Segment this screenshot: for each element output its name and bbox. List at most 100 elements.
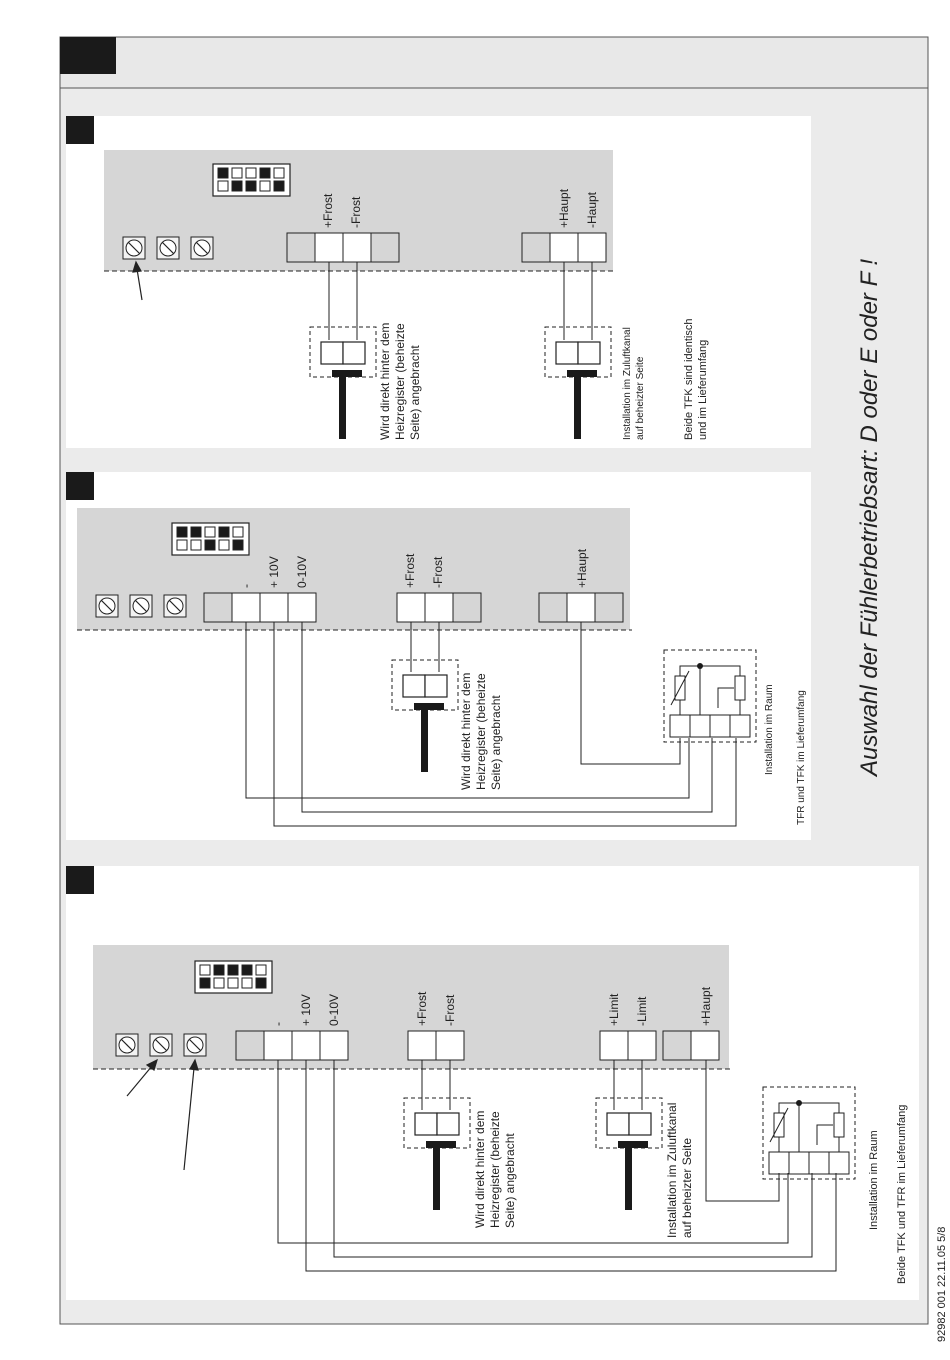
panel-f-label-limit-plus: +Limit	[607, 993, 621, 1026]
panel-d-haupt-plus-text: +Haupt	[557, 188, 571, 228]
terminal-cell	[690, 1030, 720, 1061]
panel-f-010-text: 0-10V	[327, 994, 341, 1026]
panel-d-note-frost: Wird direkt hinter demHeizregister (behe…	[378, 323, 422, 440]
panel-d-label-frost-plus: +Frost	[321, 193, 335, 228]
junction-dot	[697, 663, 703, 669]
terminal-cell	[263, 1030, 293, 1061]
panel-f-note-duct-line2: auf beheizter Seite	[680, 1138, 694, 1238]
panel-d-terminal-frost	[286, 232, 400, 263]
panel-e-potentiometers	[95, 594, 187, 618]
svg-text:Wird direkt hinter demHeizregi: Wird direkt hinter demHeizregister (behe…	[378, 323, 422, 440]
terminal-cell	[314, 232, 344, 263]
panel-f-pointer-arrows	[126, 1058, 199, 1171]
terminal-cell	[577, 232, 607, 263]
footer-group: 92982 001 22.11.05 5/8	[936, 1227, 948, 1342]
panel-f-note-frost-line1: Wird direkt hinter dem	[473, 1111, 487, 1228]
dip-switch-cell	[190, 526, 202, 538]
panel-f-note-room: Installation im Raum	[868, 1130, 880, 1230]
dip-switch-cell	[204, 526, 216, 538]
panel-d-duct-sensor	[544, 326, 612, 439]
terminal-cell	[370, 232, 400, 263]
terminal-cell	[203, 592, 233, 623]
potentiometer-icon	[734, 675, 746, 701]
svg-text:Installation im Zuluftkanalauf: Installation im Zuluftkanalauf beheizter…	[622, 327, 646, 440]
dip-switch-cell	[259, 180, 271, 192]
potentiometer-wiper	[816, 1124, 833, 1145]
dip-switch-cell	[213, 977, 225, 989]
panel-e-label-frost-plus: +Frost	[403, 553, 417, 588]
dip-switch-cell	[232, 526, 244, 538]
sensor-probe	[625, 1148, 632, 1210]
terminal-cell	[594, 592, 624, 623]
sensor-probe	[574, 377, 581, 439]
panel-f-label-plus10: + 10V	[299, 994, 313, 1026]
sensor-flange	[332, 370, 362, 377]
panel-f-note-frost: Wird direkt hinter demHeizregister (behe…	[473, 1111, 517, 1228]
terminal-cell	[627, 1030, 657, 1061]
panel-f-limit-sensor	[595, 1097, 663, 1210]
sensor-terminal	[628, 1112, 652, 1136]
terminal-cell	[599, 1030, 629, 1061]
panel-e-terminal-haupt	[538, 592, 624, 623]
panel-f-marker	[66, 866, 94, 894]
panel-d-note-frost-line2: Heizregister (beheizte	[393, 323, 407, 440]
panel-f-label-haupt-plus: +Haupt	[699, 986, 713, 1026]
page-title-group: Auswahl der Fühlerbetriebsart: D oder E …	[856, 259, 883, 778]
panel-d-note-identical-line2: und im Lieferumfang	[697, 340, 709, 440]
panel-d-frost-plus-text: +Frost	[321, 193, 335, 228]
panel-f-note-duct: Installation im Zuluftkanalauf beheizter…	[665, 1103, 694, 1238]
panel-e-plus10-text: + 10V	[267, 556, 281, 588]
potentiometer-slot	[155, 1039, 167, 1051]
terminal-cell	[521, 232, 551, 263]
terminal-cell	[424, 592, 454, 623]
terminal-cell	[407, 1030, 437, 1061]
panel-d-note-frost-line3: Seite) angebracht	[408, 345, 422, 440]
panel-f-label-minus: -	[271, 1022, 285, 1026]
room-sensor-terminal	[788, 1151, 810, 1175]
panel-e-note-scope: TFR und TFK im Lieferumfang	[796, 690, 807, 825]
panel-d-note-frost-line1: Wird direkt hinter dem	[378, 323, 392, 440]
panel-f-note-frost-line3: Seite) angebracht	[503, 1133, 517, 1228]
dip-switch-cell	[199, 977, 211, 989]
panel-f-note-scope: Beide TFK und TFR im Lieferumfang	[896, 1105, 908, 1284]
potentiometer-slot	[189, 1039, 201, 1051]
room-sensor-terminal	[808, 1151, 830, 1175]
dip-switch-cell	[245, 167, 257, 179]
page-title: Auswahl der Fühlerbetriebsart: D oder E …	[856, 259, 883, 778]
panel-f-background	[66, 866, 919, 1300]
panel-f-haupt-plus-text: +Haupt	[699, 986, 713, 1026]
potentiometer-slot	[101, 600, 113, 612]
panel-d-pointer-arrow	[132, 260, 143, 301]
panel-f-terminal-limit	[599, 1030, 657, 1061]
room-sensor-terminal	[689, 714, 711, 738]
panel-d-marker	[66, 116, 94, 144]
dip-switch-cell	[232, 539, 244, 551]
panel-f-label-frost-plus: +Frost	[415, 991, 429, 1026]
panel-e-note-frost: Wird direkt hinter demHeizregister (behe…	[459, 673, 503, 790]
panel-d-wires	[328, 262, 593, 340]
panel-f-limit-plus-text: +Limit	[607, 993, 621, 1026]
room-sensor-terminal	[729, 714, 751, 738]
dip-switch-cell	[241, 977, 253, 989]
thermistor-arrow	[769, 1107, 789, 1143]
dip-switch-cell	[190, 539, 202, 551]
panel-e-note-frost-line3: Seite) angebracht	[489, 695, 503, 790]
potentiometer-slot	[135, 600, 147, 612]
panel-f-minus-text: -	[271, 1022, 285, 1026]
panel-f-terminal-analog	[235, 1030, 349, 1061]
dip-switch-cell	[176, 539, 188, 551]
room-sensor-terminal	[669, 714, 691, 738]
dip-switch-cell	[218, 539, 230, 551]
terminal-cell	[538, 592, 568, 623]
sensor-flange	[426, 1141, 456, 1148]
panel-d-note-identical-line1: Beide TFK sind identisch	[683, 319, 695, 440]
panel-f-room-sensor	[762, 1086, 856, 1180]
panel-d-label-haupt-plus: +Haupt	[557, 188, 571, 228]
panel-e-frost-sensor	[391, 659, 459, 772]
panel-e-label-010: 0-10V	[295, 556, 309, 588]
panel-e-minus-text: -	[239, 584, 253, 588]
terminal-cell	[452, 592, 482, 623]
panel-e-label-haupt-plus: +Haupt	[575, 548, 589, 588]
